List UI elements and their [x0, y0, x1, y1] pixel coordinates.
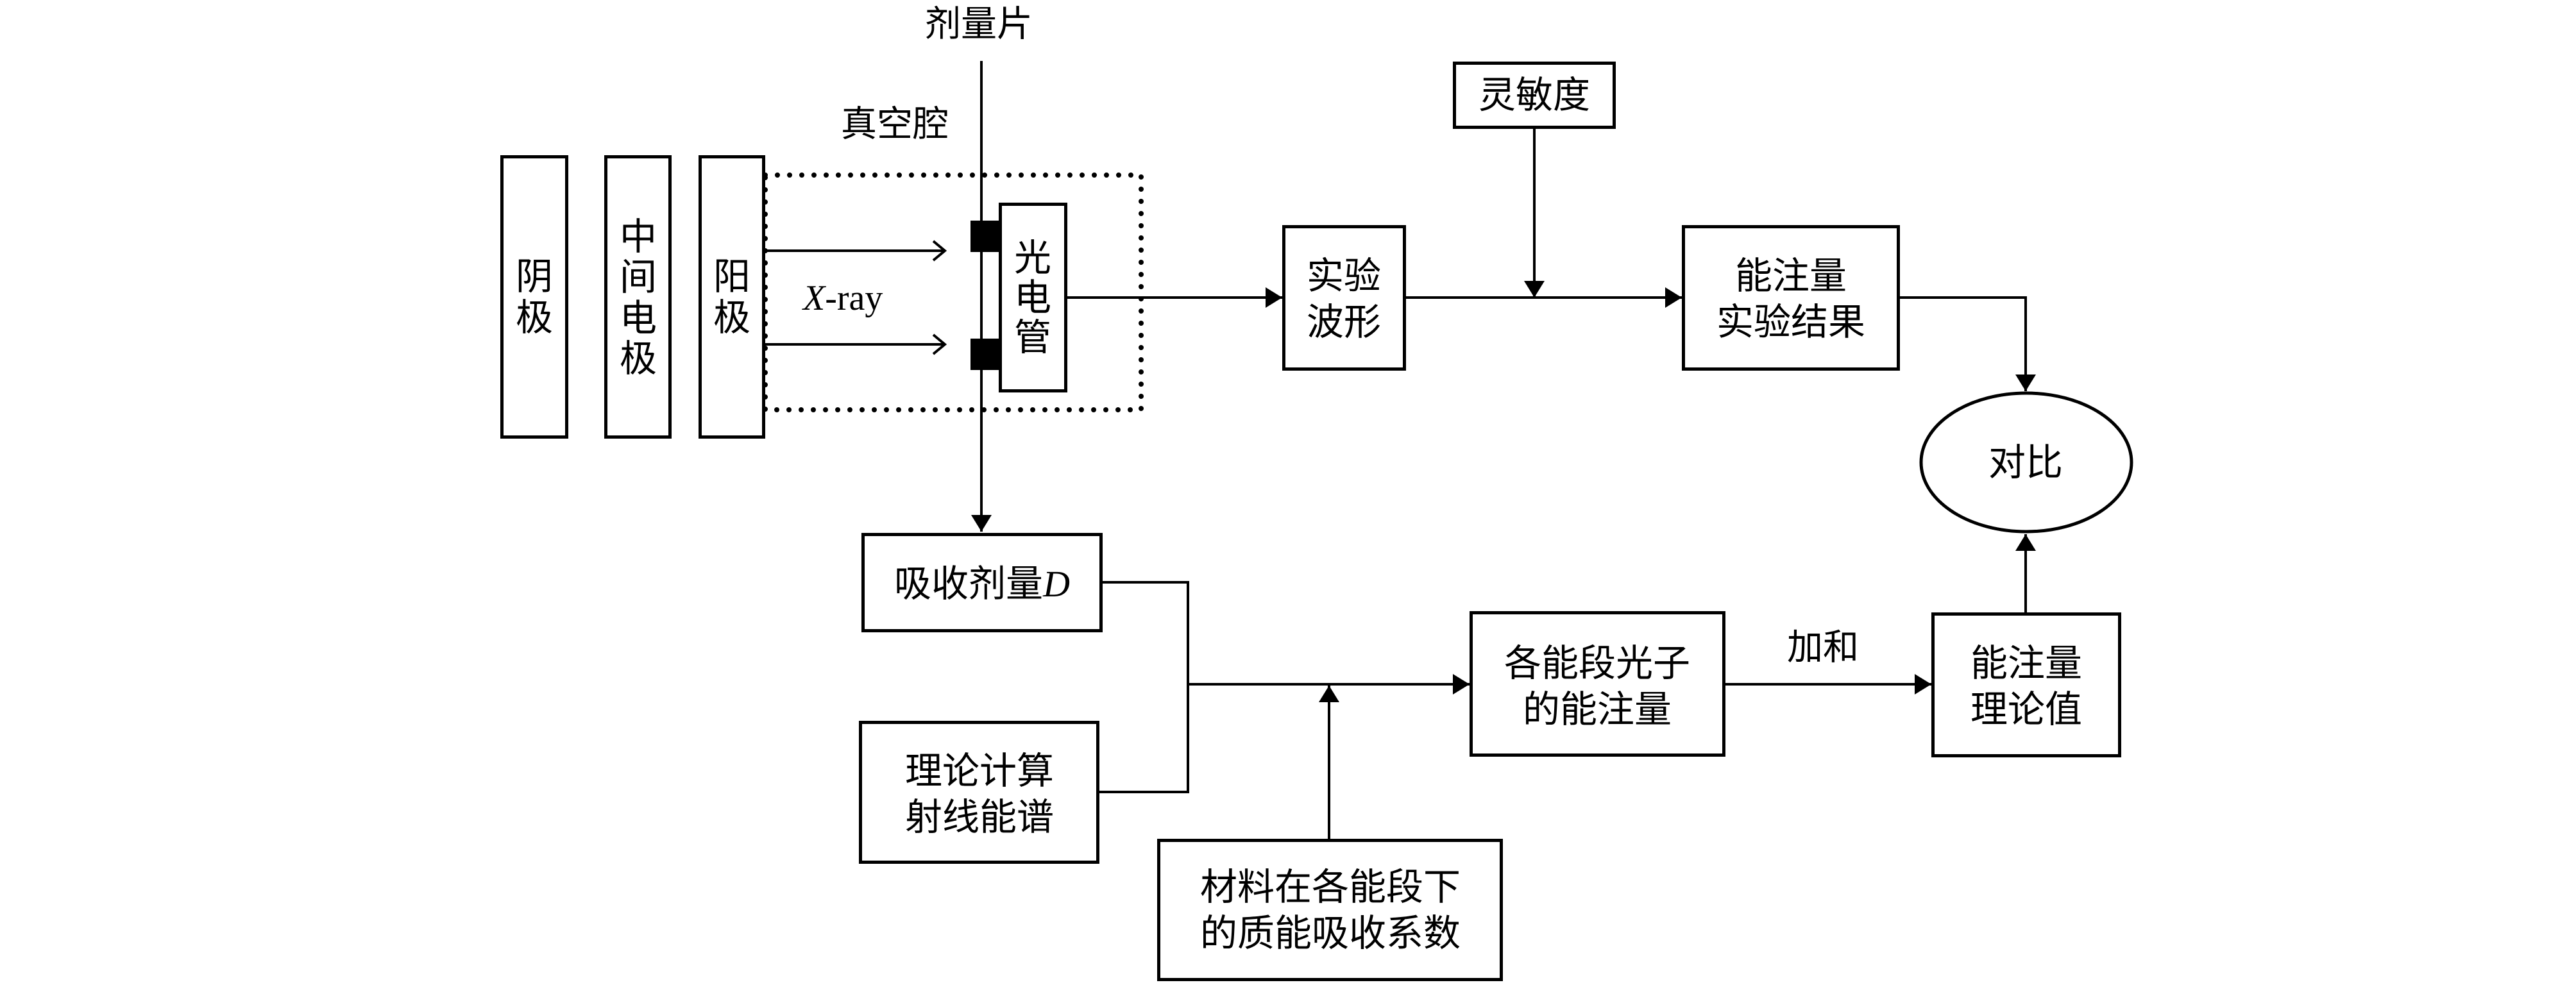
experimental-fluence-label-line: 能注量 — [1735, 254, 1847, 298]
intermediate-electrode-rect — [604, 155, 672, 439]
theoretical-spectrum-rect — [859, 721, 1099, 864]
intermediate-electrode-label-line: 间 — [620, 255, 657, 299]
phototube-rect — [999, 203, 1067, 392]
dosimeter-label: 剂量片 — [925, 4, 1033, 46]
intermediate-electrode-label-line: 电 — [620, 296, 657, 340]
dosimeter-chip-upper — [970, 221, 1001, 252]
sensitivity-label: 灵敏度 — [1479, 73, 1590, 117]
theoretical-fluence-label-line: 理论值 — [1970, 687, 2082, 731]
cathode-box: 阴 极 — [500, 155, 568, 439]
sensitivity-box: 灵敏度 — [1453, 62, 1616, 129]
mass-absorption-box: 材料在各能段下 的质能吸收系数 — [1157, 839, 1503, 981]
cathode-label-line: 极 — [516, 296, 553, 339]
experimental-fluence-rect — [1682, 225, 1900, 371]
vacuum-chamber-label: 真空腔 — [841, 104, 949, 146]
absorbed-dose-label: 吸收剂量D — [894, 562, 1070, 605]
experimental-fluence-box: 能注量 实验结果 — [1682, 225, 1900, 371]
cathode-label-line: 阴 — [516, 255, 553, 298]
theoretical-fluence-rect — [1931, 612, 2121, 757]
band-photon-fluence-box: 各能段光子 的能注量 — [1470, 611, 1725, 757]
phototube-label-line: 管 — [1014, 316, 1051, 359]
mass-absorption-rect — [1157, 839, 1503, 981]
theoretical-spectrum-label-line: 射线能谱 — [905, 795, 1054, 839]
phototube-label-line: 光 — [1014, 236, 1051, 280]
experimental-fluence-label-line: 实验结果 — [1716, 300, 1865, 344]
anode-label-line: 阳 — [713, 255, 750, 298]
comparison-label: 对比 — [1988, 441, 2063, 484]
absorbed-dose-box: 吸收剂量D — [861, 533, 1103, 632]
experimental-waveform-box: 实验 波形 — [1282, 225, 1406, 371]
xray-label-suffix: -ray — [825, 278, 883, 318]
theoretical-spectrum-box: 理论计算 射线能谱 — [859, 721, 1099, 864]
xray-label-italic: X — [802, 278, 827, 318]
absorbed-dose-symbol: D — [1042, 563, 1070, 605]
phototube-label-line: 电 — [1014, 276, 1051, 319]
cathode-rect — [500, 155, 568, 439]
band-photon-fluence-label-line: 各能段光子 — [1504, 641, 1690, 685]
phototube-box: 光 电 管 — [999, 203, 1067, 392]
comparison-ellipse-shape — [1919, 391, 2133, 534]
experimental-waveform-rect — [1282, 225, 1406, 371]
experimental-waveform-label-line: 实验 — [1307, 254, 1381, 298]
dose-spectrum-merge-connector — [1099, 581, 1189, 793]
xray-label: X-ray — [802, 278, 883, 318]
theoretical-spectrum-label-line: 理论计算 — [905, 749, 1054, 793]
comparison-ellipse: 对比 — [1919, 391, 2133, 534]
anode-rect — [699, 155, 765, 439]
dosimeter-chip-lower — [970, 339, 1001, 370]
sensitivity-rect — [1453, 62, 1616, 129]
mass-absorption-label-line: 材料在各能段下 — [1200, 865, 1461, 909]
sum-label: 加和 — [1787, 627, 1859, 669]
band-photon-fluence-rect — [1470, 611, 1725, 757]
intermediate-electrode-label-line: 中 — [620, 215, 657, 258]
mass-absorption-label-line: 的质能吸收系数 — [1200, 911, 1461, 955]
band-photon-fluence-label-line: 的能注量 — [1523, 687, 1672, 731]
absorbed-dose-rect — [861, 533, 1103, 632]
theoretical-fluence-label-line: 能注量 — [1970, 641, 2082, 685]
anode-box: 阳 极 — [699, 155, 765, 439]
experimental-fluence-to-comparison-arrow — [1900, 296, 2036, 391]
anode-label-line: 极 — [713, 296, 750, 339]
experimental-waveform-label-line: 波形 — [1307, 300, 1381, 344]
theoretical-fluence-box: 能注量 理论值 — [1931, 612, 2121, 757]
intermediate-electrode-label-line: 极 — [620, 337, 657, 380]
intermediate-electrode-box: 中 间 电 极 — [604, 155, 672, 439]
absorbed-dose-label-text: 吸收剂量 — [894, 562, 1043, 605]
